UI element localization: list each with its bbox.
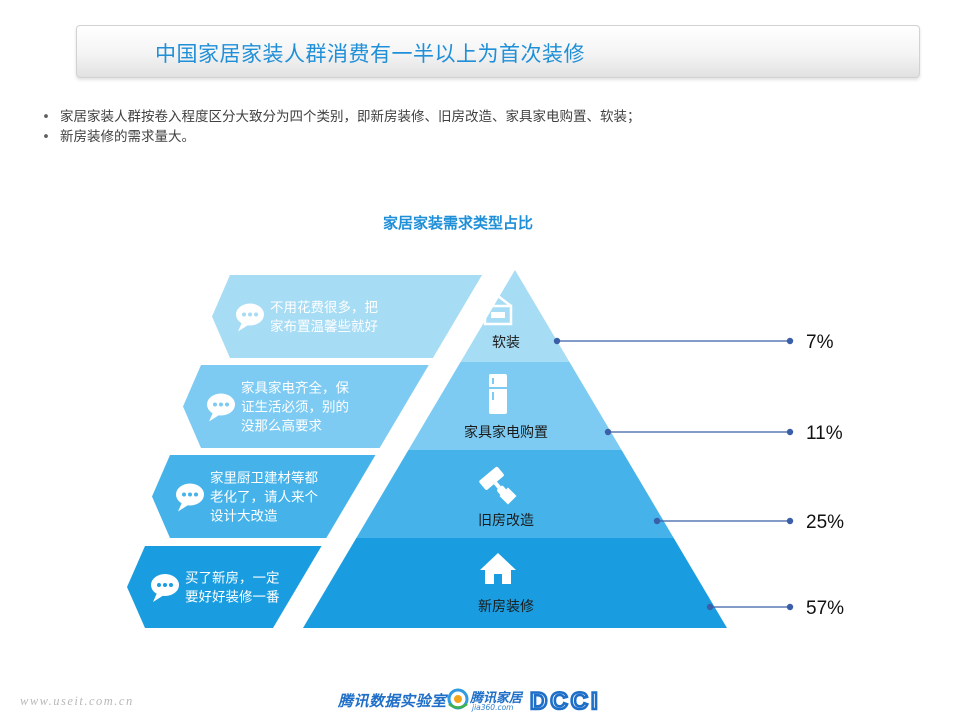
- quote-text-3-1: 家里厨卫建材等都: [210, 470, 318, 487]
- quote-banner-2: [183, 365, 429, 448]
- pyramid-tier-4: [303, 538, 727, 628]
- quote-banner-3: [152, 455, 376, 538]
- leader-dot-start-1: [553, 337, 561, 345]
- quote-text-2-1: 家具家电齐全，保: [241, 380, 349, 397]
- page-title: 中国家居家装人群消费有一半以上为首次装修: [155, 42, 585, 66]
- tier-label-3: 旧房改造: [478, 513, 534, 529]
- leader-dot-start-3: [653, 517, 661, 525]
- tencent-home-name: 腾讯家居: [470, 691, 523, 706]
- value-label-3: 25%: [806, 512, 844, 533]
- leader-dot-start-2: [604, 428, 612, 436]
- quote-text-3-3: 设计大改造: [210, 509, 278, 525]
- chat-bubble-icon: [176, 483, 204, 512]
- pyramid-tier-3: [356, 450, 674, 538]
- chat-bubble-icon: [236, 303, 264, 332]
- tier-label-2: 家具家电购置: [464, 424, 548, 441]
- quote-text-4-2: 要好好装修一番: [185, 590, 280, 606]
- leader-dot-end-4: [786, 603, 794, 611]
- leader-dot-end-2: [786, 428, 794, 436]
- value-label-4: 57%: [806, 598, 844, 619]
- bullet-list: 家居家装人群按卷入程度区分大致分为四个类别，即新房装修、旧房改造、家具家电购置、…: [40, 107, 641, 147]
- bullet-item-2: 新房装修的需求量大。: [40, 127, 641, 147]
- dcci-logo-text: DCCI: [530, 688, 601, 712]
- pyramid-tier-2: [408, 362, 622, 450]
- dcci-logo: DCCI: [530, 688, 601, 712]
- quote-banner-4: [127, 546, 322, 628]
- quote-text-2-2: 证生活必须，别的: [241, 400, 349, 416]
- pyramid-tier-1: [460, 270, 570, 362]
- tier-label-4: 新房装修: [478, 599, 534, 615]
- watermark-text: www.useit.com.cn: [20, 694, 134, 708]
- tencent-home-emblem-icon: [447, 688, 469, 710]
- quote-text-3-2: 老化了，请人来个: [210, 490, 318, 506]
- quote-text-1-2: 家布置温馨些就好: [270, 318, 378, 335]
- leader-dot-start-4: [706, 603, 714, 611]
- footer: www.useit.com.cn 腾讯数据实验室 腾讯家居 jia360.com…: [0, 680, 960, 720]
- chart-title: 家居家装需求类型占比: [382, 214, 533, 232]
- picture-frame-icon: [483, 294, 513, 326]
- value-label-1: 7%: [806, 332, 834, 353]
- tencent-data-lab-logo: 腾讯数据实验室: [338, 692, 447, 710]
- quote-text-2-3: 没那么高要求: [241, 418, 322, 435]
- leader-dot-end-1: [786, 337, 794, 345]
- tencent-home-domain: jia360.com: [472, 703, 514, 712]
- chat-bubble-icon: [151, 574, 179, 602]
- title-bar: 中国家居家装人群消费有一半以上为首次装修: [76, 25, 920, 78]
- bullet-item-1: 家居家装人群按卷入程度区分大致分为四个类别，即新房装修、旧房改造、家具家电购置、…: [40, 107, 641, 127]
- quote-text-1-1: 不用花费很多，把: [270, 299, 378, 316]
- refrigerator-icon: [489, 374, 507, 414]
- tencent-home-logo: 腾讯家居 jia360.com: [447, 686, 527, 716]
- tier-label-1: 软装: [492, 335, 520, 351]
- value-label-2: 11%: [806, 423, 843, 444]
- leader-dot-end-3: [786, 517, 794, 525]
- house-icon: [480, 553, 516, 584]
- quote-text-4-1: 买了新房，一定: [185, 571, 280, 587]
- quote-banner-1: [212, 275, 483, 358]
- chat-bubble-icon: [207, 393, 235, 422]
